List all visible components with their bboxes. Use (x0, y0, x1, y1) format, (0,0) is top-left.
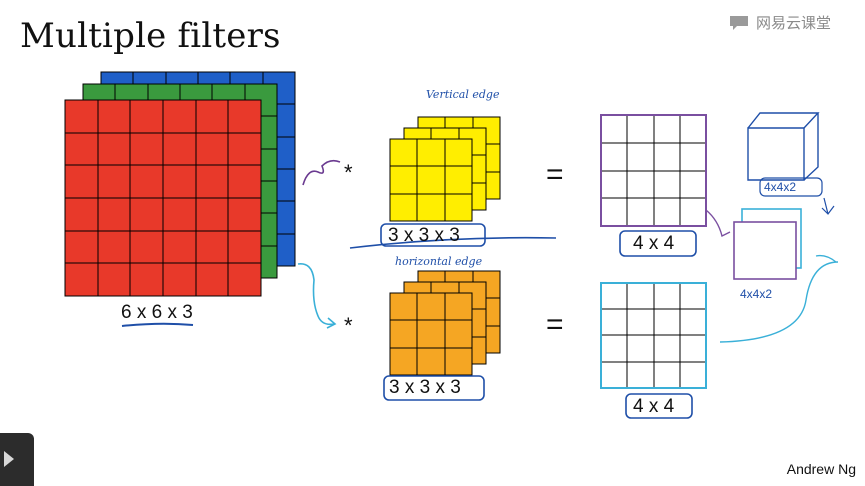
convolution-symbol-2: * (344, 313, 353, 338)
filter1-note: Vertical edge (426, 88, 500, 101)
equals-symbol-2: = (546, 308, 564, 341)
filter2-dimension-label: 3 x 3 x 3 (389, 377, 461, 398)
play-icon (4, 451, 14, 467)
equals-symbol-1: = (546, 158, 564, 191)
filter1-label-box (380, 223, 486, 247)
arrow-to-filter1 (302, 159, 341, 186)
filter2-note: horizontal edge (395, 255, 483, 268)
brand-name: 网易云课堂 (756, 14, 832, 32)
filter1-dimension-label: 3 x 3 x 3 (388, 225, 460, 246)
chat-bubble-icon (730, 15, 748, 30)
brand-watermark: 网易云课堂 (728, 12, 831, 33)
cube-sketch (747, 112, 835, 215)
convolution-symbol-1: * (344, 160, 353, 185)
output2-grid (600, 282, 707, 389)
output2-label-box (625, 393, 693, 419)
filter2-label-box (383, 375, 485, 401)
arrow-to-filter2 (297, 263, 335, 326)
output1-grid (600, 114, 707, 227)
input-label-underline (121, 322, 194, 327)
input-dimension-label: 6 x 6 x 3 (121, 302, 193, 323)
stack-label-bottom: 4x4x2 (740, 287, 773, 301)
author-name: Andrew Ng (786, 461, 856, 477)
play-button[interactable] (0, 433, 34, 486)
output1-label-box (619, 230, 697, 257)
output2-dimension-label: 4 x 4 (633, 396, 675, 417)
stacked-output-sketch (705, 208, 839, 343)
filter2-volume (389, 270, 501, 376)
input-red-channel (64, 99, 262, 297)
output1-dimension-label: 4 x 4 (633, 233, 675, 254)
stack-label-top: 4x4x2 (764, 180, 797, 194)
slide-title: Multiple filters (20, 16, 281, 56)
divider-stroke (349, 236, 557, 249)
filter1-volume (389, 116, 501, 222)
